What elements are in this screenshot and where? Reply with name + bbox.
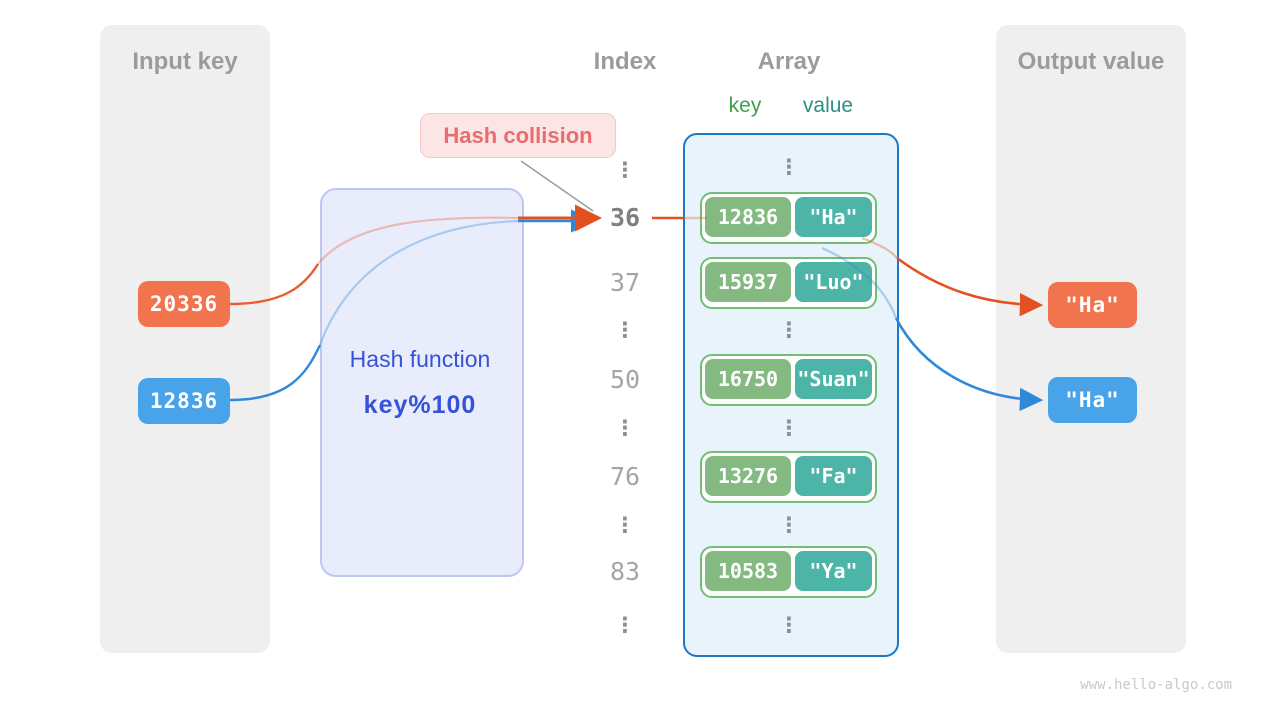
input-key-panel [100, 25, 270, 653]
array-pair-83: 10583 "Ya" [700, 546, 877, 598]
output-value-ha-orange: "Ha" [1048, 282, 1137, 328]
pair-key: 13276 [705, 456, 791, 496]
array-pair-76: 13276 "Fa" [700, 451, 877, 503]
index-ellipsis: ⋮ [614, 318, 636, 342]
array-ellipsis: ⋮ [778, 513, 800, 537]
pair-value: "Ya" [795, 551, 872, 591]
output-panel-title: Output value [1017, 48, 1165, 75]
index-ellipsis: ⋮ [614, 158, 636, 182]
pair-key: 15937 [705, 262, 791, 302]
pair-value: "Fa" [795, 456, 872, 496]
array-pair-36: 12836 "Ha" [700, 192, 877, 244]
index-37: 37 [609, 268, 641, 297]
pair-key: 12836 [705, 197, 791, 237]
hash-collision-callout: Hash collision [420, 113, 616, 158]
array-pair-50: 16750 "Suan" [700, 354, 877, 406]
index-36: 36 [609, 203, 641, 232]
index-column-title: Index [593, 48, 657, 75]
output-value-panel [996, 25, 1186, 653]
pair-value: "Suan" [795, 359, 872, 399]
hash-function-formula: key%100 [363, 391, 477, 419]
index-83: 83 [609, 557, 641, 586]
array-key-header: key [728, 94, 762, 117]
hash-function-label: Hash function [349, 346, 491, 372]
index-50: 50 [609, 365, 641, 394]
array-title: Array [757, 48, 821, 75]
array-pair-37: 15937 "Luo" [700, 257, 877, 309]
index-ellipsis: ⋮ [614, 613, 636, 637]
pair-value: "Ha" [795, 197, 872, 237]
watermark: www.hello-algo.com [1080, 677, 1232, 693]
pair-key: 16750 [705, 359, 791, 399]
array-ellipsis: ⋮ [778, 318, 800, 342]
pair-value: "Luo" [795, 262, 872, 302]
array-value-header: value [802, 94, 854, 117]
input-panel-title: Input key [132, 48, 238, 75]
array-ellipsis: ⋮ [778, 155, 800, 179]
hash-function-box [320, 188, 524, 577]
index-76: 76 [609, 462, 641, 491]
index-ellipsis: ⋮ [614, 416, 636, 440]
index-ellipsis: ⋮ [614, 513, 636, 537]
output-value-ha-blue: "Ha" [1048, 377, 1137, 423]
array-ellipsis: ⋮ [778, 416, 800, 440]
pair-key: 10583 [705, 551, 791, 591]
array-ellipsis: ⋮ [778, 613, 800, 637]
input-key-12836: 12836 [138, 378, 230, 424]
input-key-20336: 20336 [138, 281, 230, 327]
